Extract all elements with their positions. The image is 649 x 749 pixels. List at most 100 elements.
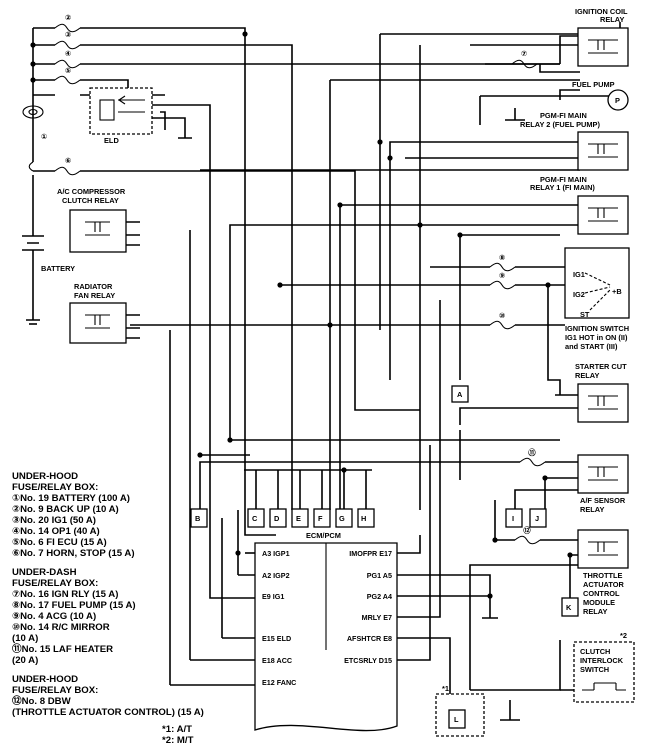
fuel-pump-symbol: P xyxy=(615,96,620,105)
fuel-pump: FUEL PUMP P xyxy=(572,80,629,111)
svg-text:E12 FANC: E12 FANC xyxy=(262,678,296,687)
svg-text:A: A xyxy=(457,390,463,399)
svg-text:⑩No. 14 R/C MIRROR: ⑩No. 14 R/C MIRROR xyxy=(12,622,110,633)
svg-text:⑧No. 17 FUEL PUMP (15 A): ⑧No. 17 FUEL PUMP (15 A) xyxy=(12,600,136,611)
svg-text:PG1 A5: PG1 A5 xyxy=(367,571,392,580)
svg-text:*1: *1 xyxy=(442,684,449,693)
svg-text:③No. 20 IG1 (50 A): ③No. 20 IG1 (50 A) xyxy=(12,515,96,526)
svg-text:MRLY E7: MRLY E7 xyxy=(362,613,392,622)
svg-text:UNDER-HOOD: UNDER-HOOD xyxy=(12,471,78,482)
af-sensor-relay: A/F SENSOR RELAY xyxy=(577,454,629,514)
svg-text:RELAY 2 (FUEL PUMP): RELAY 2 (FUEL PUMP) xyxy=(520,120,600,129)
svg-text:⑦No. 16 IGN RLY (15 A): ⑦No. 16 IGN RLY (15 A) xyxy=(12,589,118,600)
svg-text:INTERLOCK: INTERLOCK xyxy=(580,656,624,665)
fuse-9: ⑨ xyxy=(489,271,516,290)
svg-text:(THROTTLE ACTUATOR CONTROL) (1: (THROTTLE ACTUATOR CONTROL) (15 A) xyxy=(12,707,204,718)
svg-text:⑪: ⑪ xyxy=(528,448,536,457)
legend: UNDER-HOOD FUSE/RELAY BOX: ①No. 19 BATTE… xyxy=(12,471,204,746)
ignition-coil-relay: IGNITION COIL RELAY xyxy=(575,7,629,67)
fuse-11: ⑪ xyxy=(519,448,546,467)
svg-text:FUEL PUMP: FUEL PUMP xyxy=(572,80,615,89)
svg-text:IGNITION COIL: IGNITION COIL xyxy=(575,7,628,16)
svg-text:IGNITION SWITCH: IGNITION SWITCH xyxy=(565,324,629,333)
svg-text:UNDER-DASH: UNDER-DASH xyxy=(12,567,77,578)
svg-text:PGM-FI MAIN: PGM-FI MAIN xyxy=(540,111,587,120)
svg-text:D: D xyxy=(274,514,280,523)
svg-text:A2 IGP2: A2 IGP2 xyxy=(262,571,290,580)
connector-row: B C D E F G H I J xyxy=(190,454,547,528)
svg-text:IG1 HOT in ON (II): IG1 HOT in ON (II) xyxy=(565,333,628,342)
svg-text:PGM-FI MAIN: PGM-FI MAIN xyxy=(540,175,587,184)
svg-text:ELD: ELD xyxy=(104,136,119,145)
svg-text:G: G xyxy=(339,514,345,523)
ecm-title: ECM/PCM xyxy=(306,531,341,540)
starter-cut-relay: STARTER CUT RELAY xyxy=(575,362,629,423)
radiator-fan-relay: RADIATOR FAN RELAY xyxy=(69,282,140,344)
svg-text:⑨: ⑨ xyxy=(499,271,505,280)
svg-text:⑫No. 8 DBW: ⑫No. 8 DBW xyxy=(12,695,72,707)
svg-text:FUSE/RELAY BOX:: FUSE/RELAY BOX: xyxy=(12,578,98,589)
svg-text:⑧: ⑧ xyxy=(499,253,505,262)
svg-text:SWITCH: SWITCH xyxy=(580,665,609,674)
svg-text:J: J xyxy=(535,514,539,523)
battery: BATTERY xyxy=(22,235,75,273)
svg-text:①: ① xyxy=(41,132,47,141)
connector-k: K xyxy=(561,597,579,617)
svg-text:I: I xyxy=(512,514,514,523)
svg-text:⑦: ⑦ xyxy=(521,49,528,58)
eld-unit: ELD xyxy=(89,87,153,145)
svg-text:K: K xyxy=(566,603,572,612)
svg-text:⑫: ⑫ xyxy=(523,526,531,535)
svg-text:IMOFPR E17: IMOFPR E17 xyxy=(349,549,392,558)
svg-text:C: C xyxy=(252,514,258,523)
svg-text:IG2: IG2 xyxy=(573,290,585,299)
svg-text:E18 ACC: E18 ACC xyxy=(262,656,292,665)
svg-text:RADIATOR: RADIATOR xyxy=(74,282,113,291)
svg-text:BATTERY: BATTERY xyxy=(41,264,75,273)
svg-text:+B: +B xyxy=(612,287,622,296)
throttle-actuator-relay: THROTTLE ACTUATOR CONTROL MODULE RELAY xyxy=(577,529,629,616)
svg-text:*2: M/T: *2: M/T xyxy=(162,735,194,746)
svg-text:RELAY 1 (FI MAIN): RELAY 1 (FI MAIN) xyxy=(530,183,595,192)
svg-text:MODULE: MODULE xyxy=(583,598,615,607)
svg-text:L: L xyxy=(454,715,459,724)
pgm-fi-main-relay-2: PGM-FI MAIN RELAY 2 (FUEL PUMP) xyxy=(520,111,629,171)
clutch-interlock-switch: *2 CLUTCH INTERLOCK SWITCH xyxy=(573,631,635,703)
svg-text:UNDER-HOOD: UNDER-HOOD xyxy=(12,674,78,685)
svg-text:A/F SENSOR: A/F SENSOR xyxy=(580,496,626,505)
svg-text:CLUTCH: CLUTCH xyxy=(580,647,610,656)
fuse-12: ⑫ xyxy=(514,526,541,545)
svg-text:RELAY: RELAY xyxy=(583,607,607,616)
svg-text:IG1: IG1 xyxy=(573,270,585,279)
svg-text:⑪No. 15 LAF HEATER: ⑪No. 15 LAF HEATER xyxy=(12,643,113,655)
svg-text:F: F xyxy=(318,514,323,523)
svg-text:(20 A): (20 A) xyxy=(12,655,38,666)
svg-text:(10 A): (10 A) xyxy=(12,633,38,644)
fuse-3: ③ xyxy=(54,30,81,50)
svg-text:ST: ST xyxy=(580,310,590,319)
svg-text:E9 IG1: E9 IG1 xyxy=(262,592,284,601)
svg-text:H: H xyxy=(361,514,366,523)
svg-text:⑥: ⑥ xyxy=(65,156,71,165)
connector-l: *1 L xyxy=(435,684,485,737)
ecm-pcm: ECM/PCM A3 IGP1 A2 IGP2 E9 IG1 E15 ELD E… xyxy=(254,531,398,732)
fuse-7: ⑦ xyxy=(511,49,538,69)
svg-text:⑤: ⑤ xyxy=(65,66,71,75)
ac-compressor-relay: A/C COMPRESSOR CLUTCH RELAY xyxy=(57,187,140,253)
svg-text:CLUTCH RELAY: CLUTCH RELAY xyxy=(62,196,119,205)
svg-text:THROTTLE: THROTTLE xyxy=(583,571,622,580)
svg-text:RELAY: RELAY xyxy=(600,15,624,24)
svg-text:⑩: ⑩ xyxy=(499,311,505,320)
svg-text:E: E xyxy=(296,514,301,523)
fuse-5: ⑤ xyxy=(54,66,81,85)
fuse-4: ④ xyxy=(54,49,81,69)
svg-text:⑤No. 6 FI ECU (15 A): ⑤No. 6 FI ECU (15 A) xyxy=(12,537,107,548)
pgm-fi-main-relay-1: PGM-FI MAIN RELAY 1 (FI MAIN) xyxy=(530,175,629,235)
svg-text:*2: *2 xyxy=(620,631,627,640)
fuses: ② ③ ④ ⑤ ① ⑥ ⑦ ⑧ xyxy=(28,13,546,545)
svg-text:AFSHTCR E8: AFSHTCR E8 xyxy=(347,634,392,643)
ignition-switch: IG1 IG2 ST +B IGNITION SWITCH IG1 HOT in… xyxy=(564,247,630,351)
sensor-ring xyxy=(22,105,44,119)
svg-text:*1: A/T: *1: A/T xyxy=(162,724,192,735)
svg-text:④: ④ xyxy=(65,49,71,58)
